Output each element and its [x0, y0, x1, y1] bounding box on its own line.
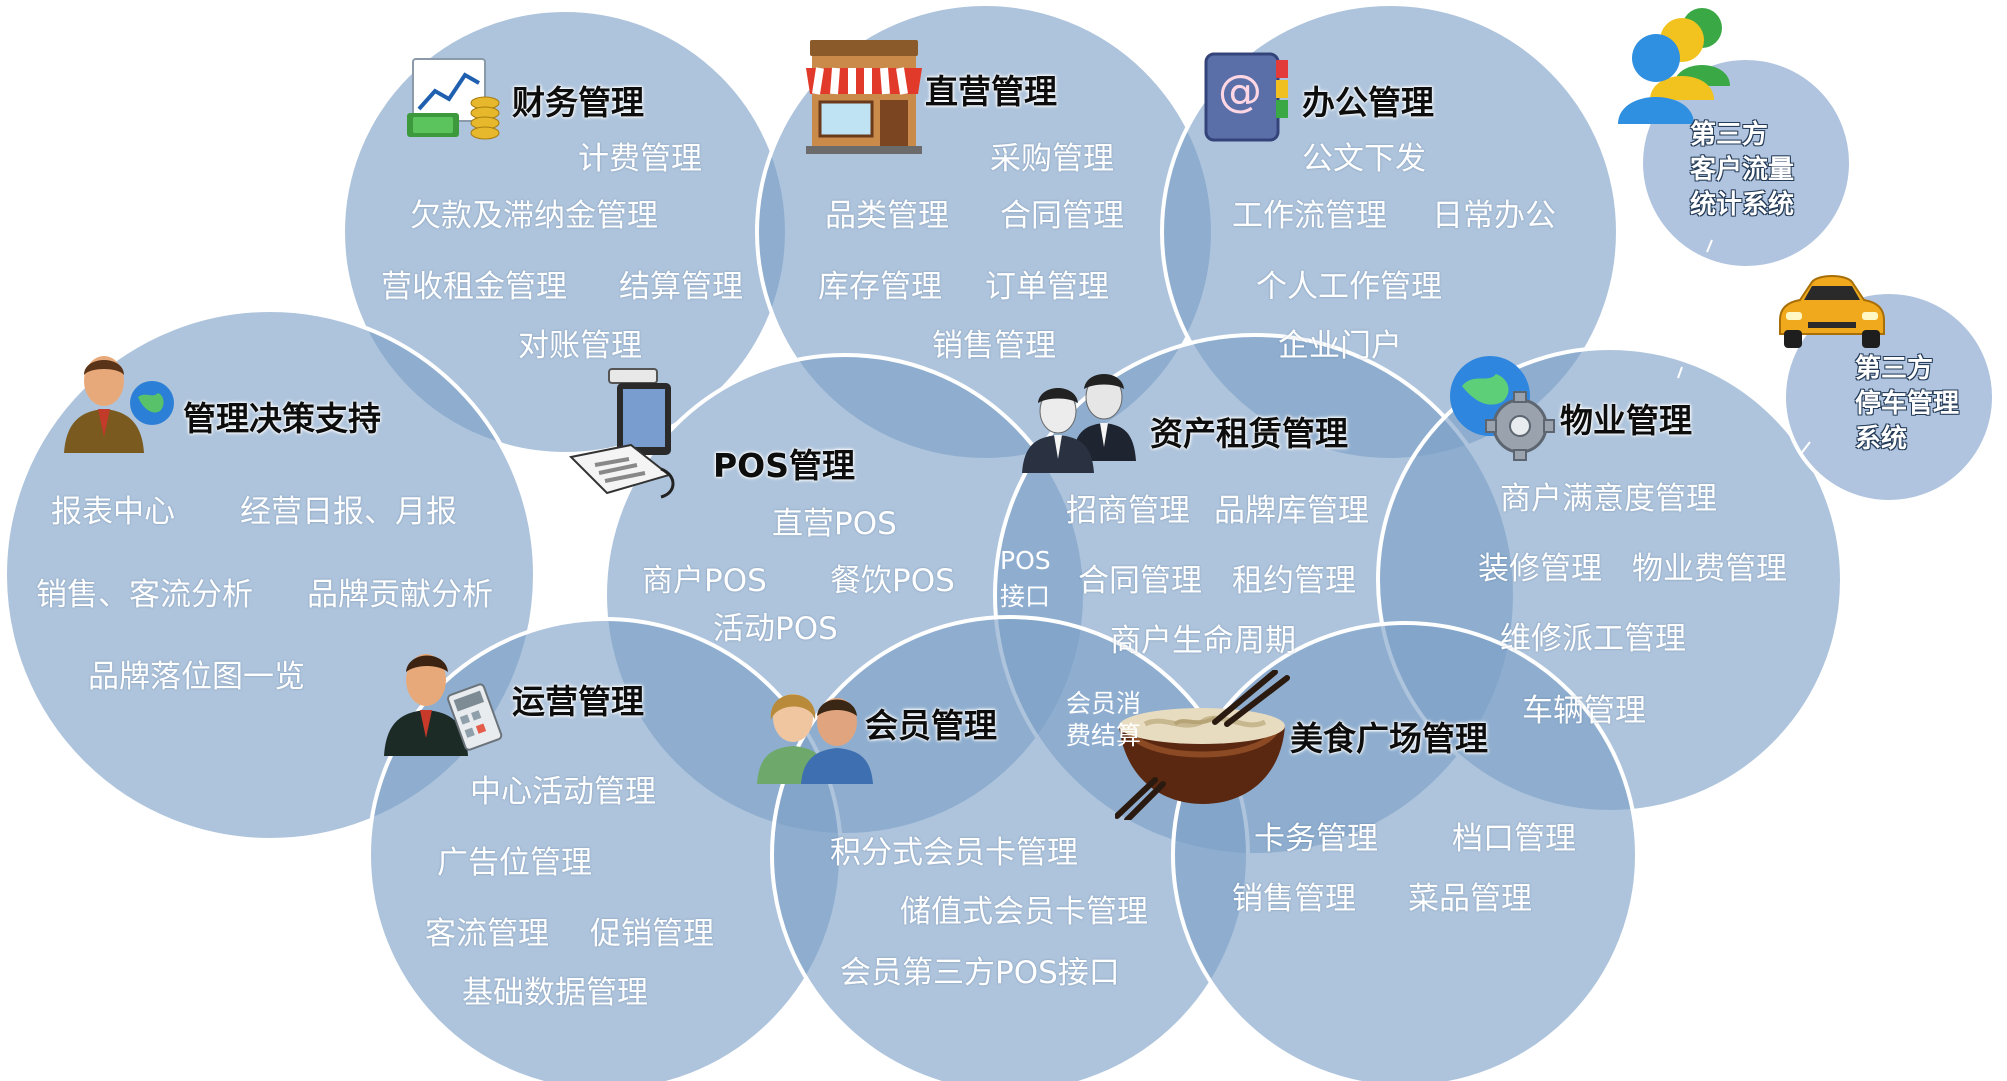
lease-item: 招商管理: [1066, 493, 1190, 529]
pos-item: 活动POS: [713, 611, 838, 647]
storefront-icon: [800, 32, 928, 164]
couple-users-icon: [755, 672, 880, 791]
user-group-icon: [1612, 2, 1732, 131]
property-item: 商户满意度管理: [1500, 481, 1717, 517]
office-item: 公文下发: [1302, 141, 1426, 177]
pos-item: 商户POS: [642, 563, 767, 599]
address-book-icon: @: [1200, 50, 1295, 149]
connector-tick: [1799, 441, 1811, 456]
property-title: 物业管理: [1560, 401, 1692, 440]
traffic-system-label: 统计系统: [1690, 190, 1795, 220]
food-item: 档口管理: [1452, 821, 1576, 857]
direct-item: 销售管理: [932, 328, 1056, 364]
two-agents-icon: [1018, 355, 1143, 479]
food-item: 卡务管理: [1254, 821, 1378, 857]
decision-item: 品牌贡献分析: [307, 577, 493, 613]
operations-item: 广告位管理: [437, 845, 592, 881]
lease-item: 租约管理: [1232, 563, 1356, 599]
businessman-globe-icon: [60, 345, 180, 459]
food-circle: [1171, 621, 1639, 1081]
noodle-bowl-icon: [1114, 669, 1290, 824]
globe-gear-icon: [1440, 348, 1560, 472]
parking-circle: [1782, 290, 1996, 504]
finance-item: 计费管理: [578, 141, 702, 177]
pos-item: 餐饮POS: [830, 563, 955, 599]
operations-item: 基础数据管理: [462, 975, 648, 1011]
property-item: 车辆管理: [1522, 693, 1646, 729]
direct-item: 品类管理: [825, 198, 949, 234]
member-item: 会员第三方POS接口: [840, 955, 1120, 991]
property-item: 物业费管理: [1632, 551, 1787, 587]
finance-item: 对账管理: [518, 328, 642, 364]
member-item: 储值式会员卡管理: [900, 894, 1148, 930]
direct-item: 合同管理: [1000, 198, 1124, 234]
connector-tick: [1677, 366, 1683, 379]
parking-system-label: 系统: [1855, 424, 1908, 454]
pos-terminal-icon: [565, 365, 685, 509]
money-chart-icon: [405, 55, 505, 149]
finance-item: 结算管理: [619, 269, 743, 305]
decision-item: 报表中心: [51, 494, 175, 530]
decision-item: 品牌落位图一览: [88, 659, 305, 695]
office-title: 办公管理: [1302, 83, 1434, 122]
member-settlement-label: 会员消: [1066, 689, 1142, 718]
finance-item: 营收租金管理: [381, 269, 567, 305]
member-title: 会员管理: [865, 706, 997, 745]
lease-title: 资产租赁管理: [1150, 414, 1348, 453]
finance-title: 财务管理: [512, 83, 644, 122]
operations-title: 运营管理: [512, 682, 644, 721]
food-title: 美食广场管理: [1290, 719, 1488, 758]
parking-system-label: 第三方: [1855, 354, 1934, 384]
operations-item: 促销管理: [590, 916, 714, 952]
property-item: 维修派工管理: [1500, 621, 1686, 657]
decision-item: 经营日报、月报: [240, 494, 457, 530]
decision-item: 销售、客流分析: [36, 577, 253, 613]
parking-system-label: 停车管理: [1855, 389, 1960, 419]
direct-title: 直营管理: [925, 72, 1057, 111]
operations-item: 中心活动管理: [470, 774, 656, 810]
traffic-circle: [1639, 56, 1853, 270]
office-item: 工作流管理: [1232, 198, 1387, 234]
lease-item: 品牌库管理: [1214, 493, 1369, 529]
property-item: 装修管理: [1478, 551, 1602, 587]
food-item: 销售管理: [1232, 881, 1356, 917]
operations-item: 客流管理: [425, 916, 549, 952]
connector-tick: [1706, 239, 1713, 253]
car-icon: [1772, 268, 1892, 357]
lease-item: 商户生命周期: [1110, 623, 1296, 659]
lease-item: 合同管理: [1078, 563, 1202, 599]
food-item: 菜品管理: [1408, 881, 1532, 917]
member-settlement-label: 费结算: [1066, 721, 1142, 750]
svg-text:@: @: [1218, 66, 1262, 117]
direct-item: 采购管理: [990, 141, 1114, 177]
pos-item: 直营POS: [772, 506, 897, 542]
manager-calculator-icon: [380, 638, 505, 762]
pos-interface-label: 接口: [1000, 582, 1051, 611]
office-item: 企业门户: [1278, 328, 1402, 364]
office-item: 日常办公: [1432, 198, 1556, 234]
traffic-system-label: 客户流量: [1690, 155, 1795, 185]
pos-title: POS管理: [713, 446, 856, 485]
direct-item: 订单管理: [985, 269, 1109, 305]
pos-interface-label: POS: [1000, 546, 1051, 575]
traffic-system-label: 第三方: [1690, 120, 1769, 150]
direct-item: 库存管理: [818, 269, 942, 305]
member-item: 积分式会员卡管理: [830, 835, 1078, 871]
office-item: 个人工作管理: [1256, 269, 1442, 305]
finance-item: 欠款及滞纳金管理: [410, 198, 658, 234]
decision-title: 管理决策支持: [183, 399, 381, 438]
